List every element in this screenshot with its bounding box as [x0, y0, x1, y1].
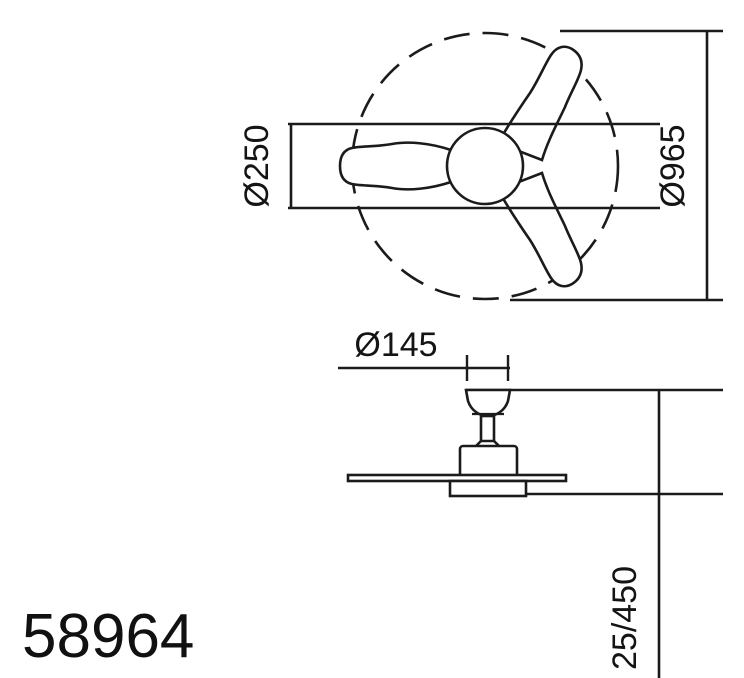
dimension-drop-height: 25/450	[525, 391, 723, 678]
fan-blades	[338, 45, 583, 288]
ceiling-canopy	[464, 388, 512, 418]
plan-view: Ø250 Ø965	[238, 29, 723, 302]
dimension-label-blade-width: Ø250	[238, 124, 276, 207]
dimension-blade-width: Ø250	[238, 122, 660, 210]
dimension-label-sweep-diameter: Ø965	[654, 124, 692, 207]
fan-blade-lower-right	[496, 171, 583, 288]
dimension-label-drop-height: 25/450	[606, 566, 644, 670]
lower-housing	[448, 479, 528, 498]
side-elevation-view: Ø145 25/450	[338, 326, 723, 678]
dimension-canopy-diameter: Ø145	[338, 326, 510, 381]
part-number: 58964	[22, 602, 194, 671]
dimension-sweep-diameter: Ø965	[510, 29, 723, 302]
motor-housing	[458, 444, 519, 479]
dimension-label-canopy-diameter: Ø145	[354, 326, 437, 364]
fan-hub	[445, 126, 525, 206]
fan-blade-left	[338, 141, 453, 191]
sweep-circle-dashed	[350, 31, 620, 301]
fan-blade-upper-right	[496, 45, 583, 162]
